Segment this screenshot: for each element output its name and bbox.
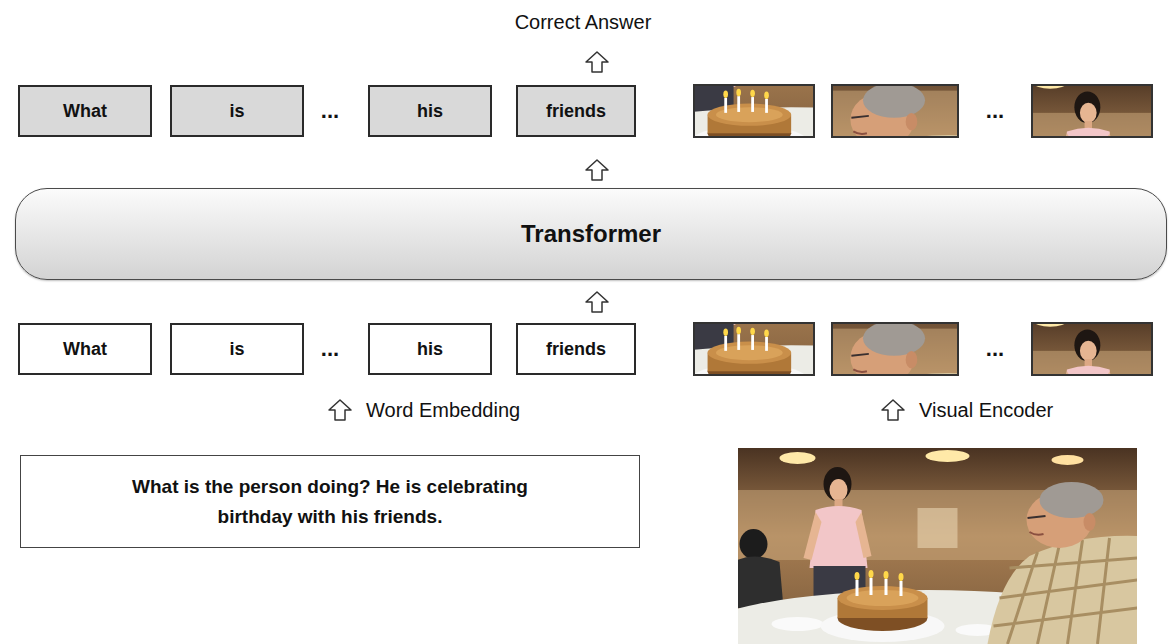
node-text: is	[229, 339, 244, 360]
token-box: What	[18, 323, 152, 375]
input-label: Word Embedding	[366, 396, 626, 424]
token-box: is	[170, 323, 304, 375]
input-label: Visual Encoder	[919, 396, 1159, 424]
node-text: Transformer	[521, 220, 661, 248]
token-box: friends	[516, 85, 636, 137]
output-label: Correct Answer	[433, 8, 733, 36]
ellipsis: ...	[305, 96, 355, 126]
token-box: is	[170, 85, 304, 137]
sentence-box: What is the person doing? He is celebrat…	[20, 455, 640, 548]
token-box: his	[368, 85, 492, 137]
token-box: his	[368, 323, 492, 375]
node-text: friends	[546, 339, 606, 360]
ellipsis: ...	[970, 96, 1020, 126]
token-box: friends	[516, 323, 636, 375]
node-text: What	[63, 101, 107, 122]
photo	[688, 448, 1168, 644]
node-text: his	[417, 339, 443, 360]
node-text: is	[229, 101, 244, 122]
node-text: friends	[546, 101, 606, 122]
ellipsis: ...	[305, 334, 355, 364]
node-text: his	[417, 101, 443, 122]
token-box: What	[18, 85, 152, 137]
ellipsis: ...	[970, 334, 1020, 364]
transformer-block: Transformer	[15, 188, 1167, 280]
node-text: What	[63, 339, 107, 360]
node-text: What is the person doing? He is celebrat…	[100, 472, 560, 531]
